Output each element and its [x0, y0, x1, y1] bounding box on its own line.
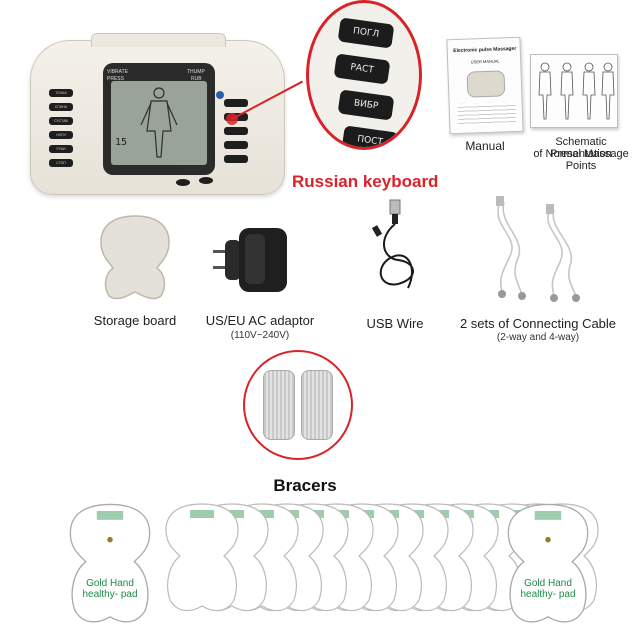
pad-left-brand: Gold Hand: [86, 578, 134, 589]
left-button-5[interactable]: РУКИ: [49, 145, 73, 153]
key-rast: РАСТ: [333, 53, 391, 85]
zoom-origin-dot: [226, 113, 238, 125]
russian-keyboard-caption: Russian keyboard: [292, 172, 439, 191]
connecting-cable-sublabel: (2-way and 4-way): [496, 332, 580, 343]
manual-title: Electronic pulse Massager: [453, 45, 517, 55]
connecting-cable-label: 2 sets of Connecting Cable: [459, 316, 617, 331]
pad-right-tagline: healthy- pad: [520, 589, 576, 600]
left-button-2[interactable]: СПИНА: [49, 103, 73, 111]
left-button-1[interactable]: ТОЧКА: [49, 89, 73, 97]
pad-back-b: [165, 503, 239, 612]
pad-right-brand: Gold Hand: [524, 578, 572, 589]
bracer-left: [263, 370, 295, 440]
lcd-label-thump: THUMP: [187, 69, 205, 75]
manual-subtitle: USER MANUAL: [470, 58, 500, 65]
right-button-1[interactable]: [224, 99, 248, 107]
massage-figures-icon: [538, 62, 615, 120]
bracers-caption: Bracers: [273, 476, 337, 495]
lcd-label-rub: RUB: [191, 76, 202, 82]
right-button-4[interactable]: [224, 141, 248, 149]
right-button-3[interactable]: [224, 127, 248, 135]
left-button-6[interactable]: СТОП: [49, 159, 73, 167]
ac-adaptor-icon: [213, 228, 287, 292]
manual-caption: Manual: [465, 139, 505, 153]
left-button-3[interactable]: СУСТАВ: [49, 117, 73, 125]
adaptor-voltage-label: (110V~240V): [230, 330, 290, 341]
manual-text-lines: [457, 101, 517, 126]
device-lcd-screen: 15: [111, 81, 207, 165]
key-vibr: ВИБР: [337, 89, 395, 121]
storage-board-label: Storage board: [93, 313, 177, 328]
arrow-left-button[interactable]: [176, 179, 190, 186]
lcd-label-press: PRESS: [107, 76, 124, 82]
device-top-tab: [91, 33, 226, 47]
lcd-label-repeat: REPEAT: [181, 167, 201, 173]
power-indicator-icon: [216, 91, 224, 99]
lcd-label-vibrate: VIBRATE: [107, 69, 129, 75]
connecting-cable-icon: [496, 196, 580, 302]
bracer-right: [301, 370, 333, 440]
massager-device: VIBRATE PRESS THUMP RUB 15 REPEAT ТОЧКА …: [30, 33, 285, 195]
massage-points-chart: [530, 54, 618, 128]
key-pogl: ПОГЛ: [337, 17, 395, 49]
lcd-digits: 15: [115, 137, 127, 148]
manual-booklet: Electronic pulse Massager USER MANUAL: [446, 36, 524, 135]
key-post: ПОСТ: [341, 125, 399, 147]
bracers-circle: [243, 350, 353, 460]
usb-wire-icon: [371, 199, 414, 289]
left-button-4[interactable]: НОГИ: [49, 131, 73, 139]
pad-front-left: [69, 503, 151, 623]
manual-device-picture: [466, 70, 506, 98]
adaptor-label: US/EU AC adaptor: [205, 313, 315, 328]
lcd-body-figure: 15: [115, 87, 178, 158]
pad-left-tagline: healthy- pad: [82, 589, 138, 600]
keyboard-zoom-bubble: ПОГЛ РАСТ ВИБР ПОСТ: [306, 0, 422, 150]
usb-wire-label: USB Wire: [366, 316, 424, 331]
storage-board-icon: [100, 215, 170, 300]
pad-front-right: [507, 503, 589, 623]
chart-caption-line-1: Schematic Presentation: [550, 136, 612, 160]
arrow-right-button[interactable]: [199, 177, 213, 184]
chart-caption-line-2: of Normal Massage Points: [533, 148, 629, 172]
right-button-5[interactable]: [224, 155, 248, 163]
